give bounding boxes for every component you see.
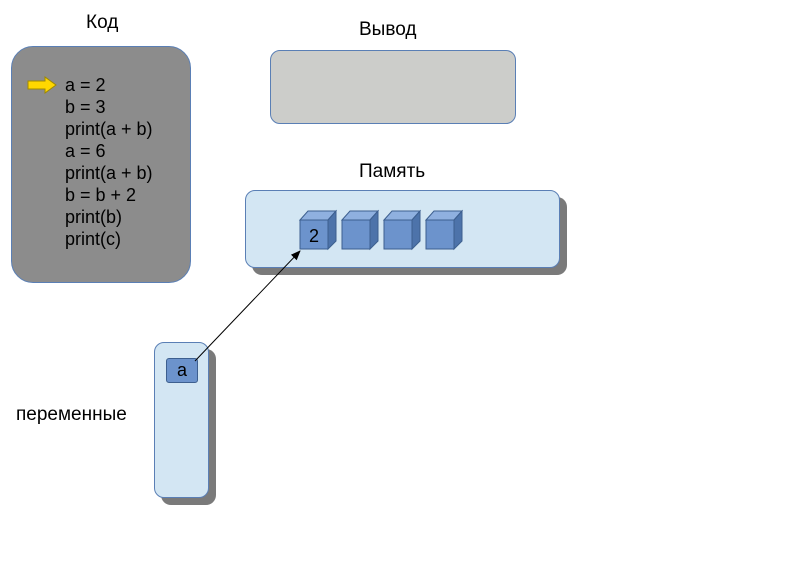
memory-cell-1: 2 bbox=[298, 209, 338, 251]
code-line: print(b) bbox=[65, 207, 123, 227]
memory-cell-value: 2 bbox=[309, 226, 319, 246]
variable-a: a bbox=[166, 358, 198, 383]
reference-arrow bbox=[194, 250, 301, 362]
memory-cell-3 bbox=[382, 209, 422, 251]
code-line: print(a + b) bbox=[65, 163, 153, 183]
memory-title: Память bbox=[359, 161, 426, 182]
code-line: a = 6 bbox=[65, 141, 106, 161]
code-panel: a = 2 b = 3 print(a + b) a = 6 print(a +… bbox=[11, 46, 191, 283]
output-title: Вывод bbox=[359, 19, 417, 40]
memory-cell-2 bbox=[340, 209, 380, 251]
memory-cell-4 bbox=[424, 209, 464, 251]
code-title: Код bbox=[86, 12, 119, 33]
output-panel bbox=[270, 50, 516, 124]
code-line: print(a + b) bbox=[65, 119, 153, 139]
code-line: b = b + 2 bbox=[65, 185, 137, 205]
code-line: b = 3 bbox=[65, 97, 106, 117]
code-line: print(c) bbox=[65, 229, 122, 249]
current-line-arrow-icon bbox=[27, 76, 57, 94]
variables-title: переменные bbox=[16, 404, 127, 425]
code-lines: a = 2 b = 3 print(a + b) a = 6 print(a +… bbox=[65, 74, 153, 250]
code-line: a = 2 bbox=[65, 75, 106, 95]
